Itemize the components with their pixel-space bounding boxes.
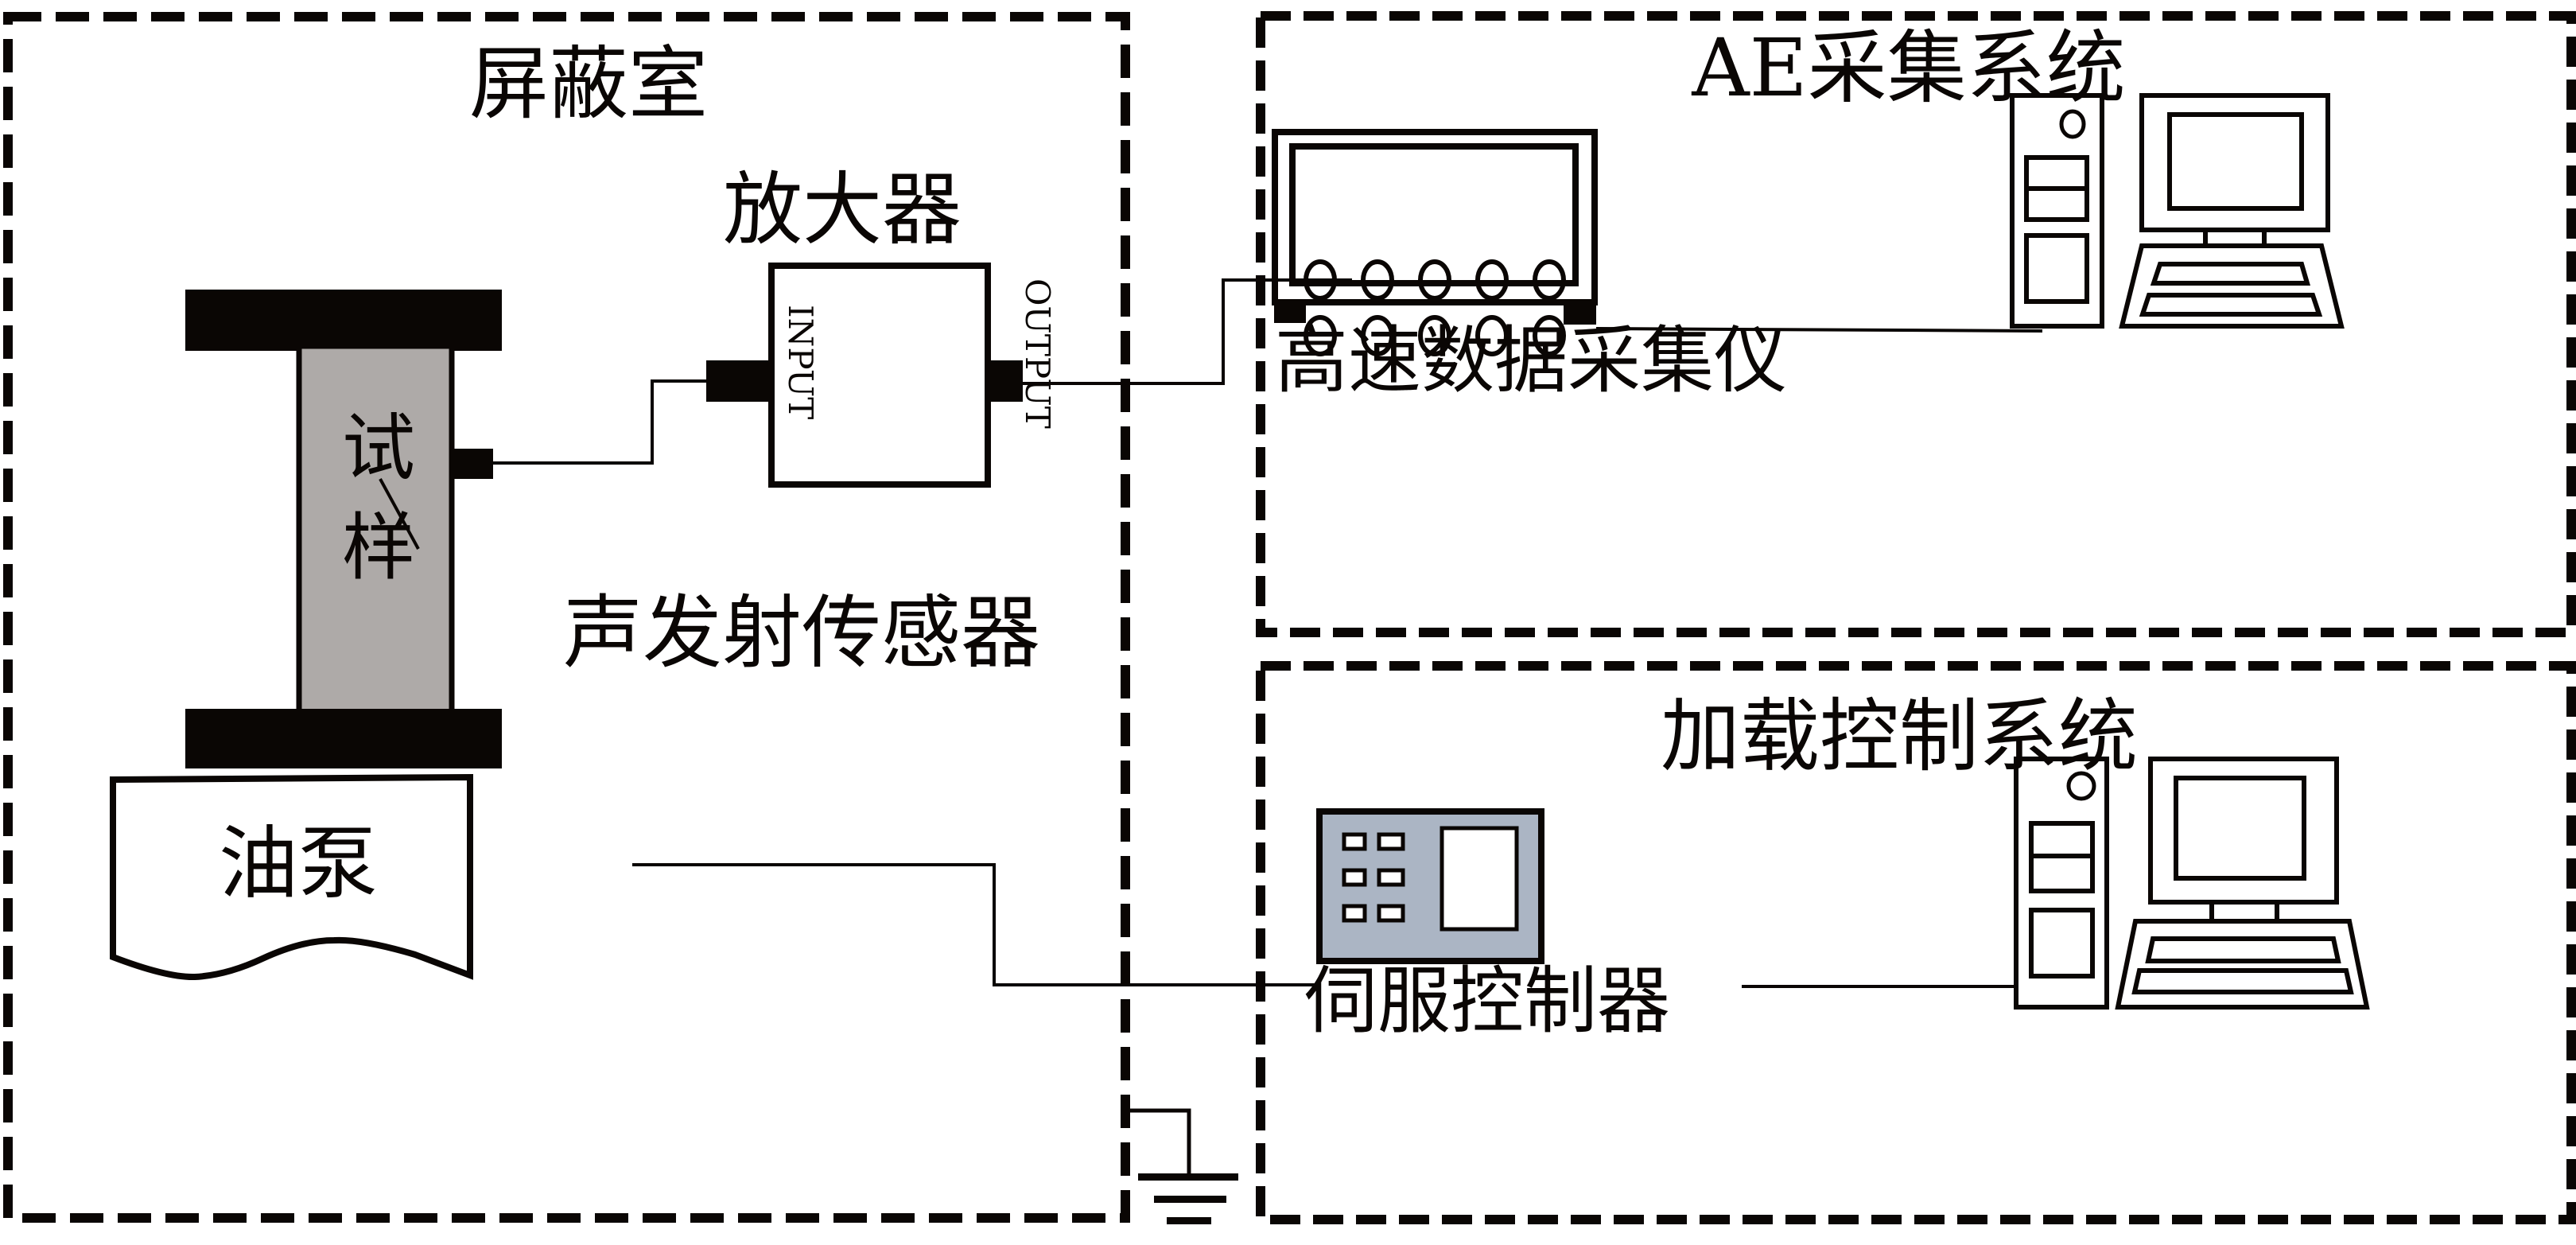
shielding-room-group: 屏蔽室 [3, 12, 1130, 1223]
monitor-icon [2139, 93, 2330, 248]
oil-pump-body [110, 773, 473, 981]
daq-channel-connector [1304, 259, 1337, 301]
amplifier-input-connector-stub [732, 360, 775, 402]
shielding-room-label: 屏蔽室 [469, 37, 708, 130]
specimen-label-top: 试 [342, 406, 415, 491]
loading-system-border [1256, 661, 2576, 1224]
servo-button [1342, 832, 1367, 851]
ground-icon [1125, 1108, 1238, 1224]
ae-system-border [1256, 11, 2576, 637]
pc-tower-icon [2014, 757, 2109, 1010]
oil-pump-label: 油泵 [219, 817, 378, 910]
wires [493, 215, 2046, 988]
wire-daq-tower [1595, 327, 2043, 333]
daq-foot-left [1274, 301, 1306, 323]
daq-channel-connector [1533, 315, 1566, 356]
pc-tower-icon [2010, 93, 2104, 329]
servo-button [1377, 868, 1405, 887]
wire-pump-to-servo [632, 863, 1318, 986]
daq-channel-connector [1418, 315, 1451, 356]
servo-button [1377, 904, 1405, 923]
daq-inner-panel [1289, 143, 1579, 286]
computer-loading [2014, 757, 2370, 1010]
amplifier: 放大器 INPUT OUTPUT [706, 163, 1057, 488]
wire-amplifier-to-daq [1023, 278, 1352, 385]
ae-system-group: AE采集系统 [1256, 11, 2576, 637]
ae-sensor-leader-line [379, 757, 414, 835]
daq-foot-right [1564, 301, 1596, 325]
daq-channel-connector [1361, 259, 1394, 301]
daq-channel-connector [1304, 315, 1337, 356]
servo-display [1440, 826, 1519, 932]
specimen-label-bottom: 样 [342, 505, 415, 590]
amplifier-output-label: OUTPUT [1018, 278, 1057, 429]
oil-pump: 油泵 [110, 773, 473, 981]
keyboard-icon [2119, 243, 2345, 329]
amplifier-output-connector [985, 360, 1023, 402]
servo-button [1342, 868, 1367, 887]
keyboard-icon [2115, 919, 2370, 1010]
ae-sensor-block [452, 449, 493, 479]
ae-sensor-callout [379, 478, 420, 550]
servo-controller: 伺服控制器 [1304, 808, 1670, 1044]
wire-daq-to-computer [1288, 215, 2046, 216]
servo-button [1342, 904, 1367, 923]
daq-channel-connector [1475, 259, 1509, 301]
wire-sensor-to-amplifier [493, 379, 706, 465]
daq-channel-connector [1533, 259, 1566, 301]
daq-channel-connector [1475, 315, 1509, 356]
upper-platen [185, 290, 502, 351]
servo-button [1377, 832, 1405, 851]
amplifier-label: 放大器 [723, 163, 962, 256]
daq-channels [1304, 259, 1566, 356]
daq-channel-connector [1361, 315, 1394, 356]
ae-sensor: 声发射传感器 [379, 449, 1040, 835]
amplifier-input-label: INPUT [781, 305, 820, 419]
ae-sensor-label: 声发射传感器 [563, 586, 1040, 679]
loading-system-label: 加载控制系统 [1661, 690, 2138, 783]
high-speed-daq: 高速数据采集仪 [1272, 129, 1787, 403]
lower-platen [185, 709, 502, 768]
loading-system-group: 加载控制系统 [1256, 661, 2576, 1224]
monitor-icon [2148, 757, 2339, 924]
servo-controller-label: 伺服控制器 [1304, 959, 1670, 1044]
shielding-room-border [3, 12, 1130, 1223]
specimen-assembly: 试 样 [185, 290, 502, 768]
daq-channel-connector [1418, 259, 1451, 301]
daq-outer-case [1272, 129, 1598, 305]
ae-system-label: AE采集系统 [1691, 21, 2125, 115]
servo-buttons [1342, 832, 1405, 923]
daq-label: 高速数据采集仪 [1275, 318, 1787, 403]
computer-ae [2010, 93, 2345, 329]
